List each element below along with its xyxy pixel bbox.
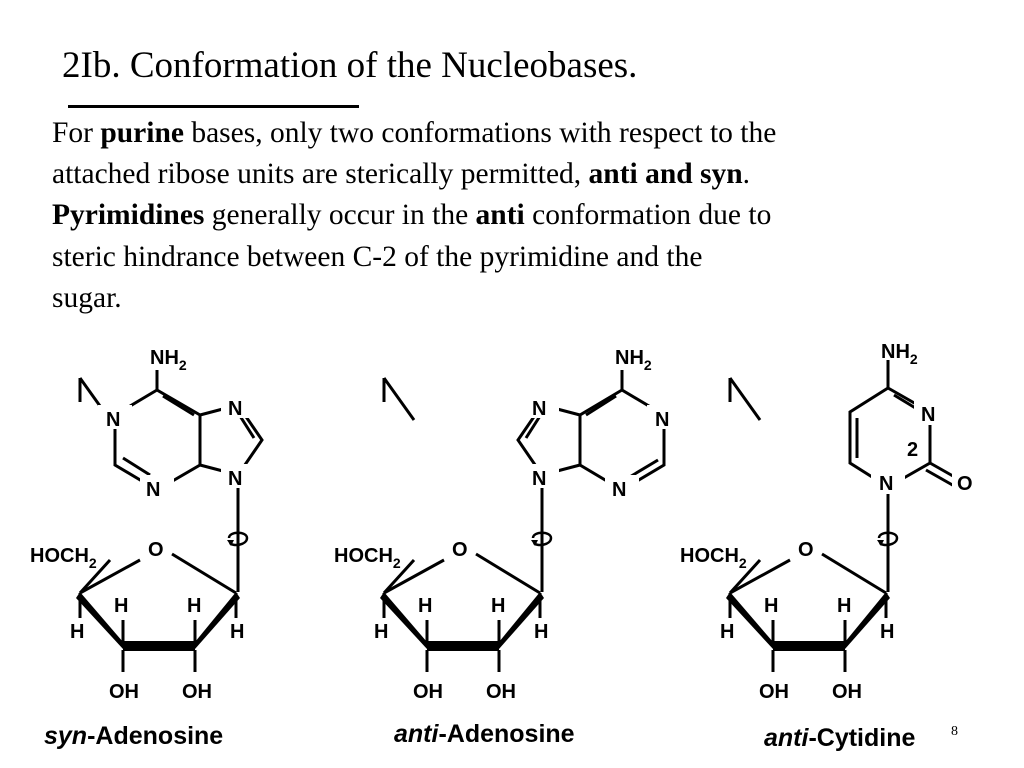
atom-label: HOCH2 <box>334 545 401 571</box>
bold-term-purine: purine <box>100 117 184 149</box>
atom-label: O <box>957 473 973 495</box>
atom-label: H <box>764 595 778 617</box>
atom-label: H <box>230 621 244 643</box>
title-underline <box>68 105 359 108</box>
text-span: steric hindrance between C-2 of the pyri… <box>52 240 703 273</box>
atom-label: OH <box>182 681 212 703</box>
atom-label: OH <box>413 681 443 703</box>
atom-label: H <box>418 595 432 617</box>
anti-cytidine-structure: NH2 N N O 2 HOCH2 O H H H H OH OH anti-C… <box>680 341 978 752</box>
caption-anti-cytidine: anti-Cytidine <box>764 724 915 752</box>
atom-label: N <box>228 468 242 490</box>
text-span: sugar. <box>52 281 122 314</box>
atom-label: H <box>70 621 84 643</box>
atom-label: OH <box>109 681 139 703</box>
atom-label: H <box>187 595 201 617</box>
atom-label: H <box>837 595 851 617</box>
atom-label: O <box>452 539 468 561</box>
bold-term-anti: anti <box>475 199 525 232</box>
atom-label: H <box>880 621 894 643</box>
text-span: bases, only two conformations with respe… <box>183 117 777 149</box>
atom-label: N <box>532 468 546 490</box>
c2-position-label: 2 <box>907 439 918 461</box>
page-number: 8 <box>951 724 958 739</box>
syn-adenosine-structure: NH2 N N N N HOCH2 O H H H H OH OH syn-Ad… <box>30 347 264 750</box>
caption-anti-adenosine: anti-Adenosine <box>394 720 575 748</box>
atom-label: O <box>148 539 164 561</box>
atom-label: OH <box>486 681 516 703</box>
atom-label: H <box>534 621 548 643</box>
atom-label: NH2 <box>615 347 652 373</box>
atom-label: N <box>655 409 669 431</box>
atom-label: H <box>491 595 505 617</box>
atom-label: N <box>532 398 546 420</box>
anti-adenosine-structure: NH2 N N N N HOCH2 O H H H H OH OH anti-A… <box>334 347 681 748</box>
atom-label: H <box>720 621 734 643</box>
text-span: conformation due to <box>524 199 772 232</box>
atom-label: HOCH2 <box>30 545 97 571</box>
slide-title: 2Ib. Conformation of the Nucleobases. <box>62 45 638 86</box>
atom-label: N <box>106 409 120 431</box>
atom-label: OH <box>832 681 862 703</box>
atom-label: NH2 <box>150 347 187 373</box>
atom-label: H <box>114 595 128 617</box>
atom-label: NH2 <box>881 341 918 367</box>
bold-term-anti-syn: anti and syn <box>588 158 743 191</box>
bold-term-pyrimidines: Pyrimidines <box>52 199 205 232</box>
text-span: . <box>742 158 751 191</box>
atom-label: O <box>798 539 814 561</box>
nucleoside-structures: NH2 N N N N HOCH2 O H H H H OH OH syn-Ad… <box>30 341 978 752</box>
atom-label: OH <box>759 681 789 703</box>
atom-label: N <box>612 479 626 501</box>
atom-label: HOCH2 <box>680 545 747 571</box>
body-paragraph: For purine bases, only two conformations… <box>52 113 987 319</box>
text-span: generally occur in the <box>204 199 476 232</box>
text-span: For <box>52 117 101 149</box>
text-span: attached ribose units are sterically per… <box>52 158 589 191</box>
atom-label: N <box>879 473 893 495</box>
atom-label: N <box>921 404 935 426</box>
atom-label: H <box>374 621 388 643</box>
atom-label: N <box>146 479 160 501</box>
atom-label: N <box>228 398 242 420</box>
caption-syn-adenosine: syn-Adenosine <box>44 722 223 750</box>
